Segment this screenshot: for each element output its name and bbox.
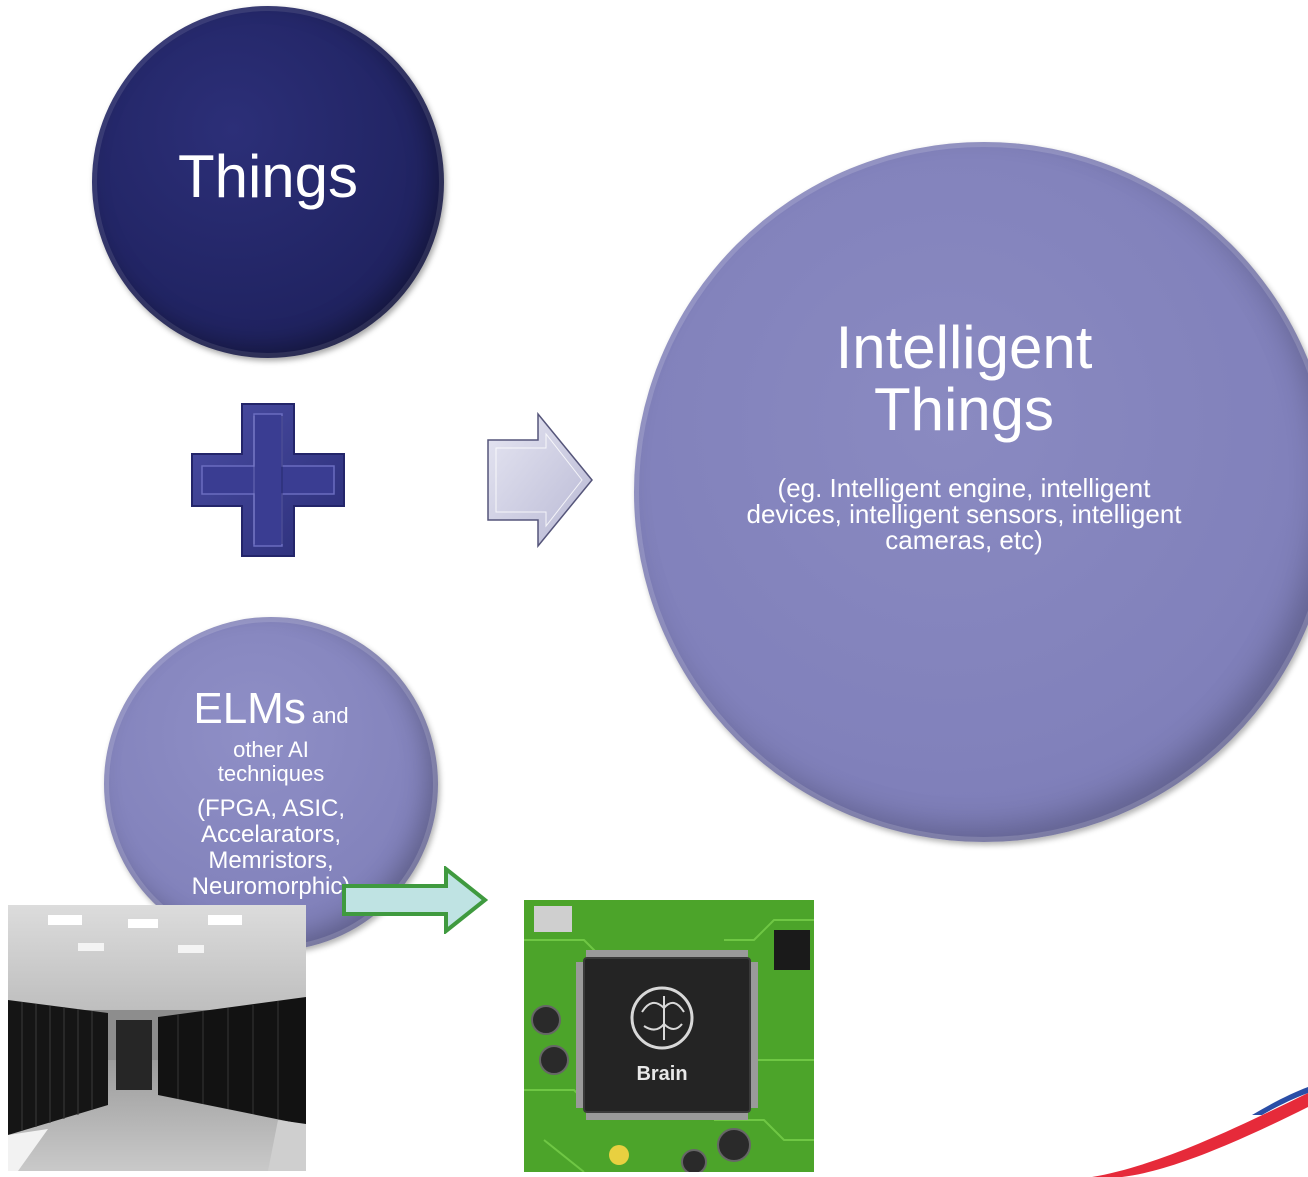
things-circle: Things <box>92 6 444 358</box>
corner-swoosh-logo <box>1092 1087 1308 1177</box>
elm-detail-3: Memristors, <box>208 846 334 874</box>
intelligent-things-description: (eg. Intelligent engine, intelligent dev… <box>746 473 1182 555</box>
intelligent-things-title-line2: Things <box>873 376 1055 443</box>
chip-label: Brain <box>636 1063 687 1085</box>
intelligent-things-title: Intelligent Things <box>836 317 1093 441</box>
elm-title: ELMs and <box>193 683 349 738</box>
intelligent-things-circle: Intelligent Things (eg. Intelligent engi… <box>634 142 1308 842</box>
elm-line-techniques: techniques <box>217 760 325 786</box>
elm-title-and: and <box>305 702 349 728</box>
elm-line-other-ai: other AI <box>233 736 309 762</box>
elm-detail-2: Accelarators, <box>200 820 342 848</box>
intelligent-things-title-line1: Intelligent <box>835 314 1093 381</box>
elm-detail-1: (FPGA, ASIC, <box>196 794 346 822</box>
arrow-right-green-icon <box>342 866 488 934</box>
brain-chip-image: Brain <box>524 900 814 1172</box>
datacenter-image <box>8 905 306 1171</box>
elm-circle: ELMs and other AI techniques (FPGA, ASIC… <box>104 617 438 951</box>
plus-icon <box>191 403 345 557</box>
things-label: Things <box>177 142 359 210</box>
arrow-right-icon <box>487 412 593 548</box>
elm-title-main: ELMs <box>193 683 306 733</box>
elm-detail-4: Neuromorphic) <box>191 872 351 900</box>
